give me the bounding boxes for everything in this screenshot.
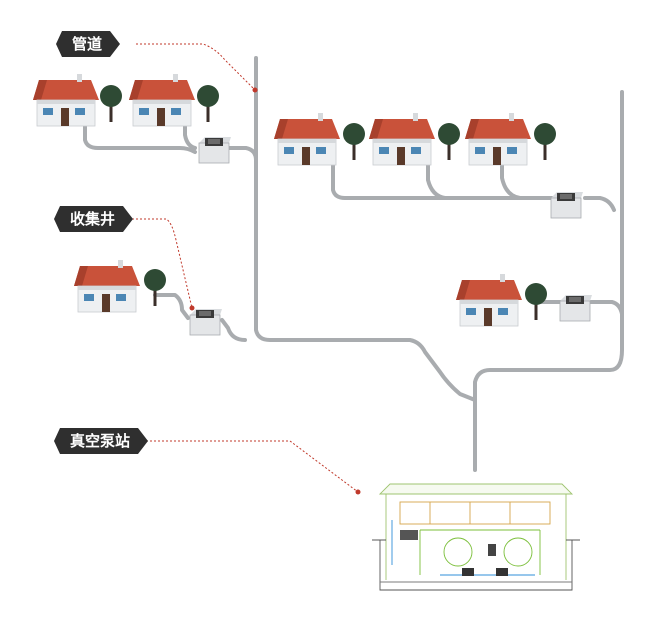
- tree-1: [100, 85, 122, 122]
- tag-pipe-arrow: [110, 31, 121, 57]
- house-3: [273, 112, 341, 166]
- leader-lines: [132, 43, 359, 493]
- leader-dot-well: [189, 305, 195, 311]
- pump-station: [372, 483, 580, 591]
- leader-dot-pipe: [252, 87, 258, 93]
- leader-dot-station: [355, 489, 361, 495]
- collection-well-1: [198, 136, 232, 164]
- tag-collection-well: 收集井: [54, 206, 134, 232]
- house-1: [32, 73, 100, 127]
- collection-well-2: [550, 191, 584, 219]
- house-6: [73, 259, 141, 313]
- tag-pipe-label: 管道: [56, 31, 111, 57]
- tag-pipe: 管道: [56, 31, 121, 57]
- tree-7: [525, 283, 547, 320]
- tree-4: [438, 123, 460, 160]
- tag-pump-station: 真空泵站: [54, 428, 149, 454]
- collection-well-3: [189, 308, 223, 336]
- tree-5: [534, 123, 556, 160]
- tag-collection-well-arrow: [123, 206, 134, 232]
- house-7: [455, 273, 523, 327]
- tree-6: [144, 269, 166, 306]
- tree-3: [343, 123, 365, 160]
- tag-pump-station-label: 真空泵站: [54, 428, 139, 454]
- house-4: [368, 112, 436, 166]
- house-2: [128, 73, 196, 127]
- collection-well-4: [559, 294, 593, 322]
- tree-2: [197, 85, 219, 122]
- tag-collection-well-label: 收集井: [54, 206, 124, 232]
- house-5: [464, 112, 532, 166]
- tag-pump-station-arrow: [138, 428, 149, 454]
